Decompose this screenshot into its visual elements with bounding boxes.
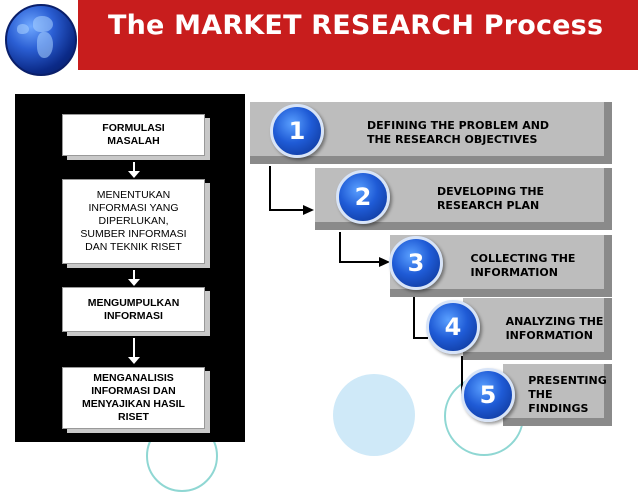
- box-line: RISET: [118, 411, 149, 423]
- step-bar-4: ANALYZING THE INFORMATION: [463, 298, 612, 360]
- indonesian-process-panel: FORMULASI MASALAH MENENTUKAN INFORMASI Y…: [15, 94, 245, 442]
- flow-arrow-line: [133, 270, 135, 280]
- box-line: DAN TEKNIK RISET: [85, 241, 182, 253]
- decorative-circle: [333, 374, 415, 456]
- down-arrow-icon: [128, 171, 140, 178]
- box-line: MENENTUKAN: [96, 189, 171, 201]
- process-box-formulasi: FORMULASI MASALAH: [62, 114, 205, 156]
- connector-1-2: [269, 166, 305, 211]
- step-line: INFORMATION: [505, 329, 593, 342]
- step-number-badge: 1: [270, 104, 324, 158]
- down-arrow-icon: [128, 279, 140, 286]
- step-line: PRESENTING: [528, 374, 607, 387]
- box-line: INFORMASI: [104, 309, 163, 322]
- down-arrow-icon: [128, 357, 140, 364]
- step-line: DEVELOPING THE: [436, 185, 545, 198]
- process-box-menganalisis: MENGANALISIS INFORMASI DAN MENYAJIKAN HA…: [62, 367, 205, 429]
- step-line: THE RESEARCH OBJECTIVES: [366, 133, 538, 146]
- step-number-badge: 3: [389, 236, 443, 290]
- box-line: DIPERLUKAN,: [98, 215, 169, 227]
- globe-landmass: [17, 24, 29, 34]
- step-line: DEFINING THE PROBLEM AND: [366, 119, 550, 132]
- connector-2-3: [339, 232, 382, 263]
- globe-landmass: [37, 32, 53, 58]
- step-line: RESEARCH PLAN: [436, 199, 540, 212]
- slide-title: The MARKET RESEARCH Process: [108, 10, 604, 41]
- step-line: INFORMATION: [470, 266, 558, 279]
- box-line: SUMBER INFORMASI: [80, 228, 187, 240]
- step-number-badge: 4: [426, 300, 480, 354]
- step-number-badge: 2: [336, 170, 390, 224]
- box-line: INFORMASI DAN: [91, 385, 176, 397]
- box-line: MASALAH: [107, 135, 160, 147]
- box-line: MENGANALISIS: [93, 372, 174, 384]
- flow-arrow-line: [133, 162, 135, 172]
- process-box-menentukan: MENENTUKAN INFORMASI YANG DIPERLUKAN, SU…: [62, 179, 205, 264]
- box-line: INFORMASI YANG: [88, 202, 179, 214]
- box-line: FORMULASI: [102, 122, 165, 134]
- step-line: THE FINDINGS: [528, 388, 589, 415]
- step-line: COLLECTING THE: [470, 252, 576, 265]
- globe-landmass: [33, 16, 53, 32]
- globe-icon: [5, 4, 77, 76]
- title-bar: [78, 0, 638, 70]
- process-box-mengumpulkan: MENGUMPULKAN INFORMASI: [62, 287, 205, 332]
- box-line: MENYAJIKAN HASIL: [82, 398, 185, 410]
- step-bar-5: PRESENTING THE FINDINGS: [503, 364, 612, 426]
- connector-arrowhead-icon: [303, 205, 314, 215]
- box-line: MENGUMPULKAN: [87, 296, 180, 309]
- flow-arrow-line: [133, 338, 135, 358]
- step-line: ANALYZING THE: [505, 315, 604, 328]
- step-number-badge: 5: [461, 368, 515, 422]
